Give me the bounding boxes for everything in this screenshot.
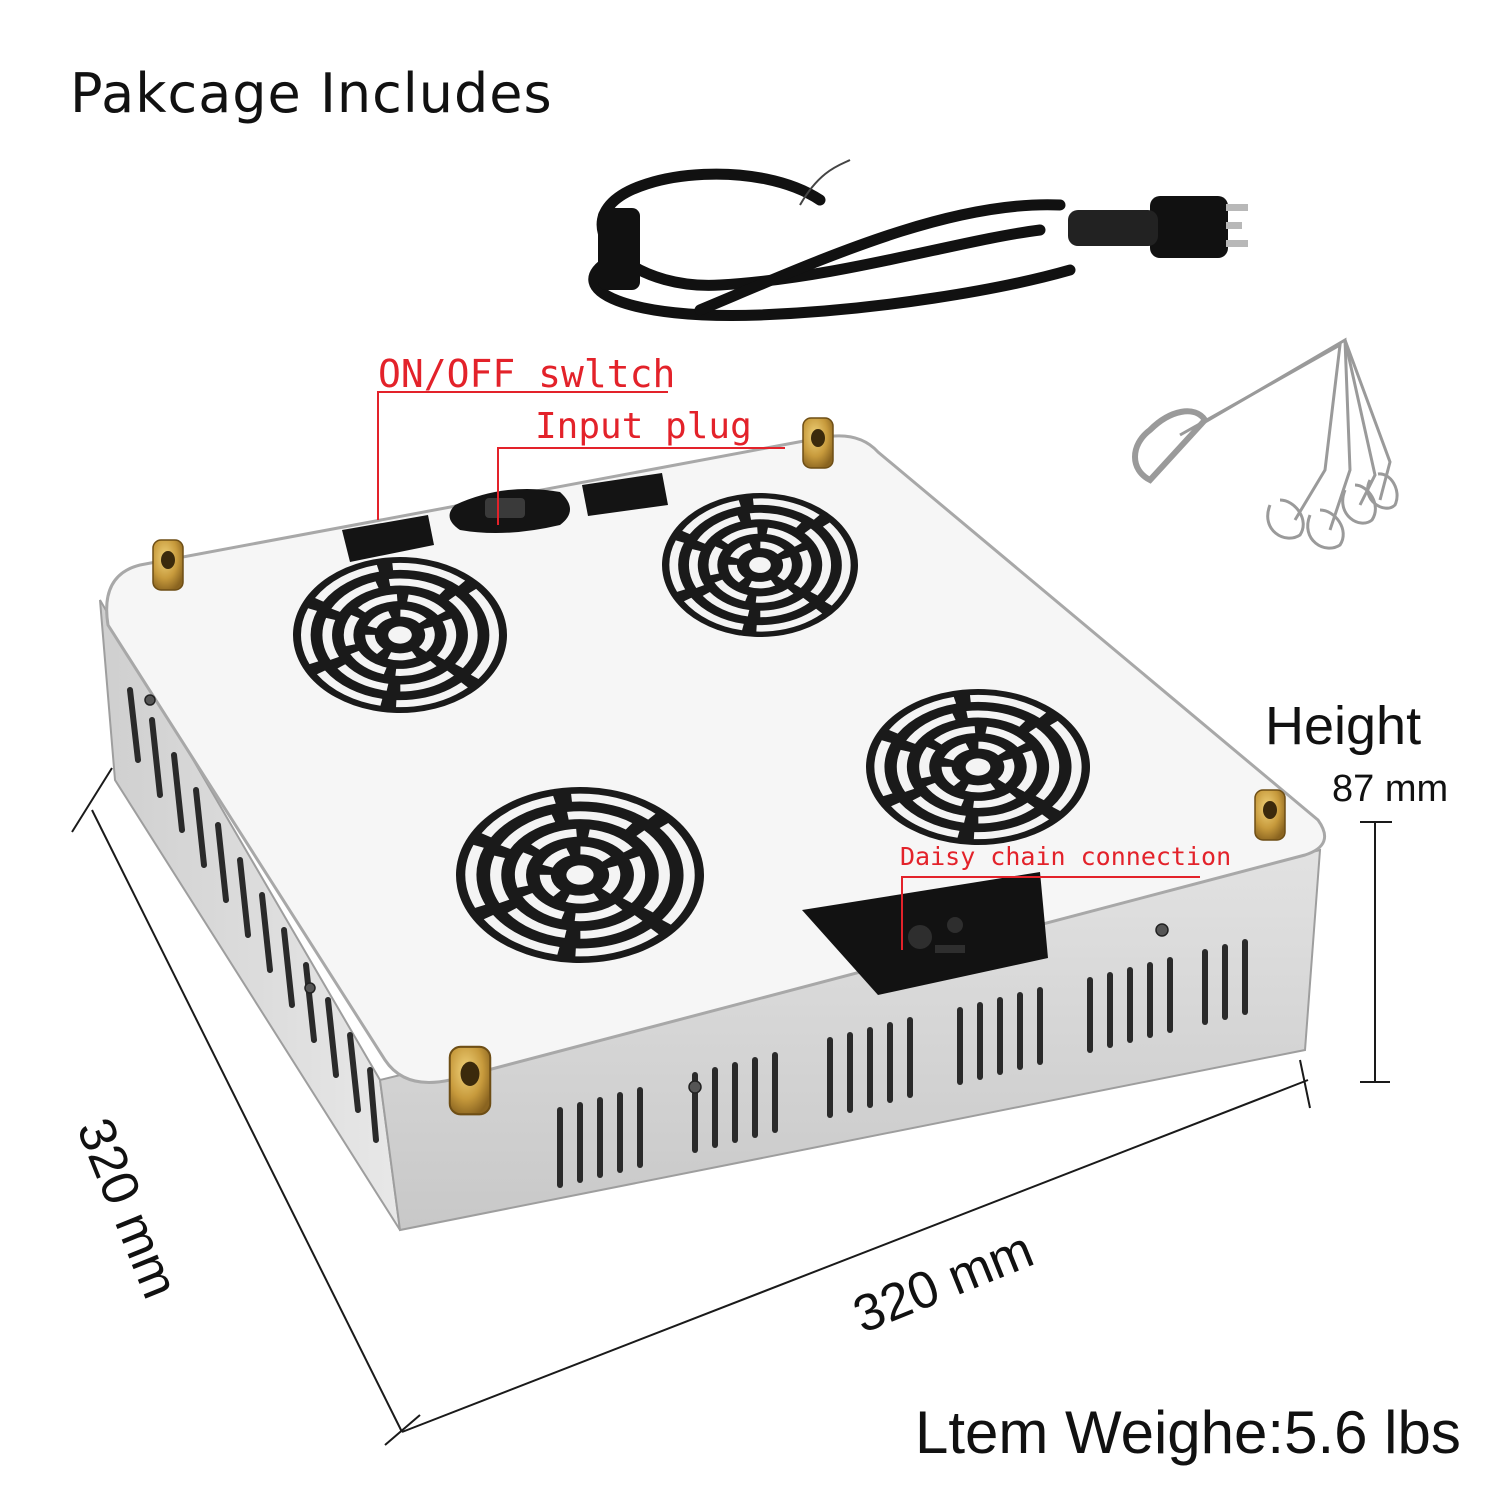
- dimension-lines: [71, 767, 1392, 1446]
- item-weight: Ltem Weighe:5.6 lbs: [915, 1399, 1461, 1466]
- switch-panel: [342, 473, 668, 562]
- hanging-wire-icon: [1132, 337, 1399, 550]
- page-title: Pakcage Includes: [70, 62, 553, 125]
- height-value: 87 mm: [1332, 768, 1449, 810]
- daisy-chain-callout: Daisy chain connection: [900, 842, 1232, 871]
- callout-leaders: [377, 391, 1200, 950]
- power-cord-icon: [588, 159, 1248, 322]
- switch-callout: ON/OFF swltch: [378, 352, 676, 396]
- height-label: Height: [1265, 696, 1422, 756]
- input-plug-callout: Input plug: [535, 406, 752, 447]
- power-outlet-icon: [802, 872, 1048, 995]
